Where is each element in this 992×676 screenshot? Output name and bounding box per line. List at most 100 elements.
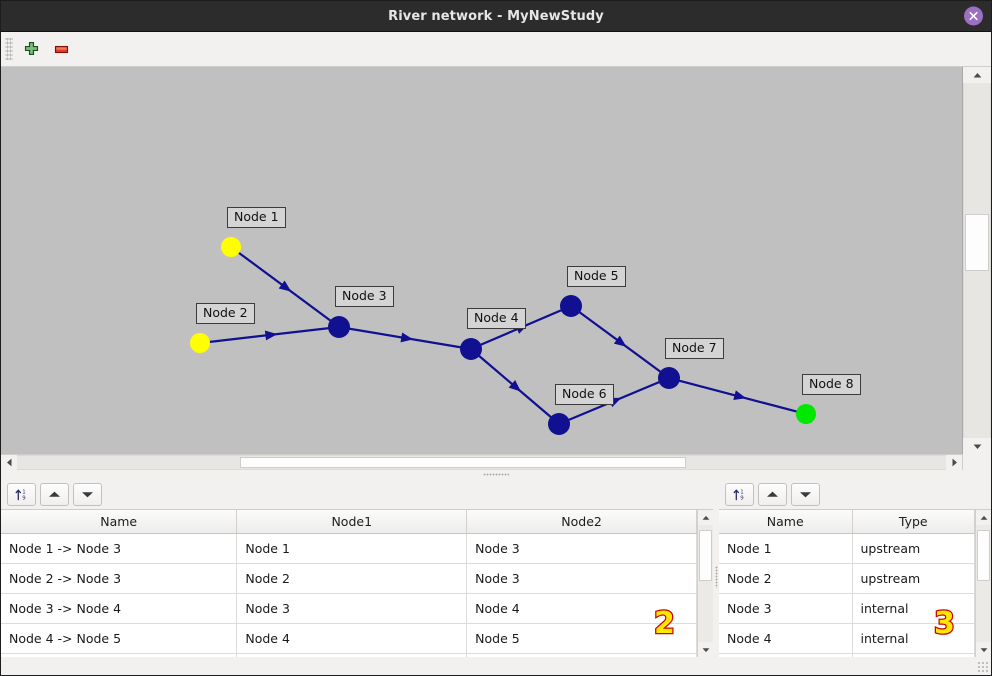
canvas-vscroll-track[interactable]	[963, 83, 991, 438]
river-network-canvas[interactable]: Node 1 Node 2 Node 3 Node 4 Node 5 Node 6 Node…	[1, 67, 963, 454]
table-cell[interactable]: Node 1	[719, 533, 852, 563]
nodes-move-down-button[interactable]	[791, 483, 820, 506]
arrow-down-icon	[702, 647, 710, 653]
canvas-vertical-scrollbar[interactable]	[962, 67, 991, 470]
nodes-sort-button[interactable]: 1 9	[725, 483, 754, 506]
nodes-table-vscrollbar[interactable]	[975, 510, 991, 657]
reaches-move-down-button[interactable]	[73, 483, 102, 506]
edge-arrow-icon	[265, 329, 278, 340]
table-cell[interactable]: Node 1 -> Node 3	[1, 533, 237, 563]
table-row[interactable]: Node 3internal	[719, 593, 975, 623]
remove-node-button[interactable]	[46, 35, 76, 63]
window-resize-grip[interactable]	[977, 661, 989, 673]
table-cell[interactable]: upstream	[852, 533, 975, 563]
scroll-left-button[interactable]	[1, 455, 17, 470]
reaches-col-name[interactable]: Name	[1, 510, 237, 533]
scroll-right-button[interactable]	[946, 455, 962, 470]
reaches-vscroll-thumb[interactable]	[699, 530, 712, 581]
reaches-vscroll-track[interactable]	[698, 525, 713, 642]
reaches-scroll-up-button[interactable]	[698, 510, 713, 525]
nodes-move-up-button[interactable]	[758, 483, 787, 506]
graph-node-label[interactable]: Node 5	[567, 266, 626, 287]
table-cell[interactable]: internal	[852, 593, 975, 623]
table-cell[interactable]: Node 2 -> Node 3	[1, 563, 237, 593]
table-cell[interactable]: Node 3	[237, 593, 467, 623]
window-titlebar: River network - MyNewStudy	[1, 1, 991, 32]
table-cell[interactable]: Node 4	[467, 593, 697, 623]
graph-node[interactable]	[328, 316, 350, 338]
table-cell[interactable]: Node 3	[719, 593, 852, 623]
table-row[interactable]: Node 1upstream	[719, 533, 975, 563]
graph-node[interactable]	[548, 413, 570, 435]
table-cell[interactable]: internal	[852, 623, 975, 653]
table-cell[interactable]: Node 3	[467, 533, 697, 563]
bottom-panes: 1 9	[1, 478, 991, 675]
scroll-up-button[interactable]	[963, 67, 991, 83]
canvas-horizontal-scrollbar[interactable]	[1, 454, 962, 470]
graph-node[interactable]	[190, 333, 210, 353]
nodes-col-type[interactable]: Type	[852, 510, 975, 533]
reaches-sort-button[interactable]: 1 9	[7, 483, 36, 506]
window-title: River network - MyNewStudy	[388, 9, 604, 24]
table-cell[interactable]: Node 4 -> Node 5	[1, 623, 237, 653]
graph-node[interactable]	[560, 295, 582, 317]
table-cell[interactable]: Node 1	[237, 533, 467, 563]
table-row[interactable]: Node 4internal	[719, 623, 975, 653]
reaches-col-node2[interactable]: Node2	[467, 510, 697, 533]
table-cell[interactable]: Node 3	[467, 563, 697, 593]
table-row[interactable]: Node 1 -> Node 3Node 1Node 3	[1, 533, 697, 563]
graph-node[interactable]	[796, 404, 816, 424]
table-cell[interactable]: Node 2	[719, 563, 852, 593]
graph-node-label[interactable]: Node 1	[227, 207, 286, 228]
graph-node-label[interactable]: Node 8	[802, 374, 861, 395]
reaches-table: Name Node1 Node2 Node 1 -> Node 3Node 1N…	[1, 510, 697, 657]
close-button[interactable]	[964, 7, 983, 26]
graph-node-label[interactable]: Node 2	[196, 303, 255, 324]
table-cell[interactable]: Node 4	[237, 623, 467, 653]
table-row[interactable]: Node 2upstream	[719, 563, 975, 593]
table-cell[interactable]: Node 5	[467, 623, 697, 653]
network-graph	[1, 67, 963, 454]
table-row[interactable]: Node 3 -> Node 4Node 3Node 4	[1, 593, 697, 623]
reaches-table-vscrollbar[interactable]	[697, 510, 713, 657]
graph-node-label[interactable]: Node 6	[555, 384, 614, 405]
table-cell[interactable]: upstream	[852, 563, 975, 593]
reaches-table-header-row: Name Node1 Node2	[1, 510, 697, 533]
reaches-table-scrollarea[interactable]: Name Node1 Node2 Node 1 -> Node 3Node 1N…	[1, 510, 697, 657]
nodes-vscroll-track[interactable]	[976, 525, 991, 642]
reaches-scroll-down-button[interactable]	[698, 642, 713, 657]
reaches-move-up-button[interactable]	[40, 483, 69, 506]
canvas-hscroll-thumb[interactable]	[240, 457, 686, 468]
scroll-down-button[interactable]	[963, 438, 991, 454]
table-row[interactable]: Node 4 -> Node 5Node 4Node 5	[1, 623, 697, 653]
table-cell[interactable]: Node 3 -> Node 4	[1, 593, 237, 623]
horizontal-splitter[interactable]	[1, 470, 991, 478]
graph-node-label[interactable]: Node 7	[665, 338, 724, 359]
move-up-icon	[48, 490, 61, 499]
graph-node[interactable]	[658, 367, 680, 389]
canvas-hscroll-track[interactable]	[17, 455, 946, 470]
nodes-scroll-up-button[interactable]	[976, 510, 991, 525]
add-node-button[interactable]	[16, 35, 46, 63]
nodes-table-scrollarea[interactable]: Name Type Node 1upstreamNode 2upstreamNo…	[719, 510, 975, 657]
graph-node-label[interactable]: Node 3	[335, 286, 394, 307]
nodes-vscroll-thumb[interactable]	[977, 530, 990, 581]
nodes-col-name[interactable]: Name	[719, 510, 852, 533]
graph-node-label[interactable]: Node 4	[467, 308, 526, 329]
nodes-toolbar: 1 9	[719, 478, 991, 509]
canvas-vscroll-thumb[interactable]	[965, 214, 989, 271]
nodes-scroll-down-button[interactable]	[976, 642, 991, 657]
table-cell[interactable]: Node 4	[719, 623, 852, 653]
table-row[interactable]: Node 2 -> Node 3Node 2Node 3	[1, 563, 697, 593]
remove-node-icon	[53, 41, 70, 58]
graph-node[interactable]	[460, 338, 482, 360]
svg-text:9: 9	[22, 496, 26, 502]
arrow-left-icon	[6, 458, 13, 467]
arrow-down-icon	[973, 443, 982, 450]
table-cell[interactable]: Node 2	[237, 563, 467, 593]
svg-text:9: 9	[740, 496, 744, 502]
reaches-table-wrap: Name Node1 Node2 Node 1 -> Node 3Node 1N…	[1, 509, 713, 657]
toolbar-drag-handle[interactable]	[5, 38, 13, 60]
reaches-col-node1[interactable]: Node1	[237, 510, 467, 533]
graph-node[interactable]	[221, 237, 241, 257]
